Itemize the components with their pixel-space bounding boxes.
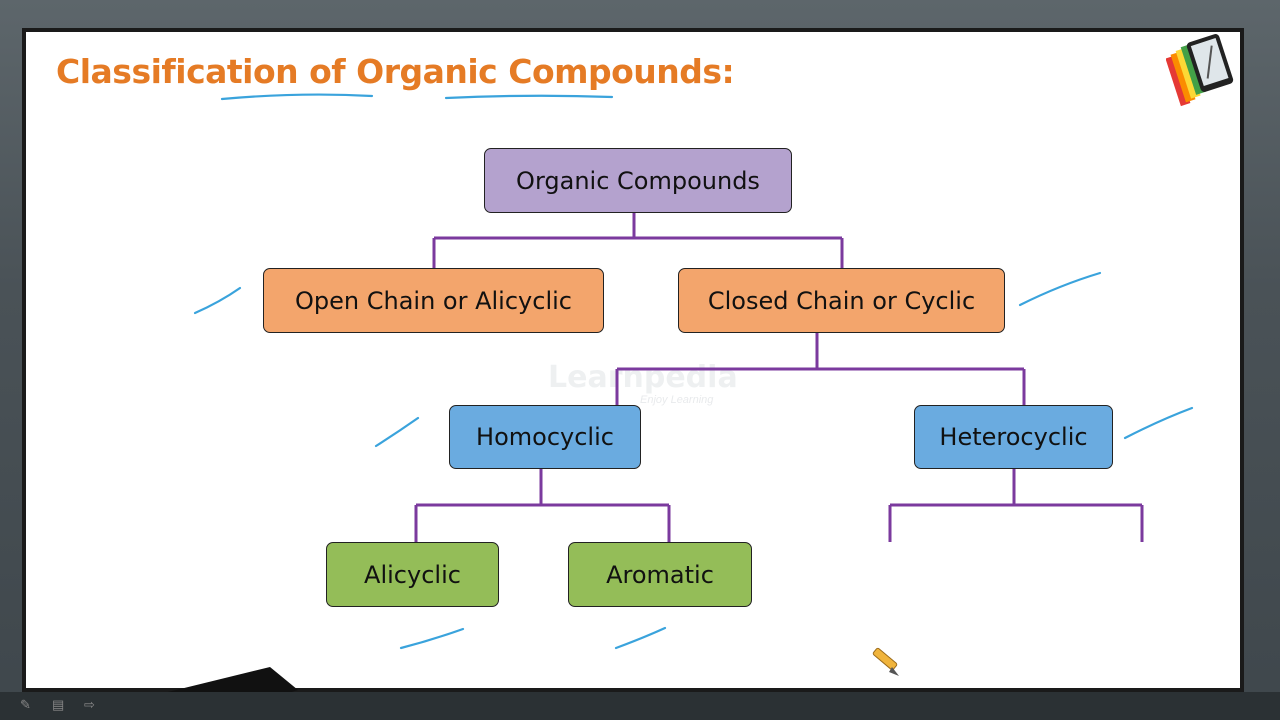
- pen-tool-icon[interactable]: ✎: [20, 697, 31, 712]
- watermark-tagline: Enjoy Learning: [640, 394, 714, 406]
- node-closed-chain: Closed Chain or Cyclic: [678, 268, 1005, 333]
- check-mark-aromatic: [614, 626, 667, 650]
- title-underline-1: [220, 93, 374, 101]
- slide-title: Classification of Organic Compounds:: [56, 52, 735, 91]
- player-controls-bar: [0, 692, 1280, 720]
- tablet-logo-icon: [1166, 34, 1234, 107]
- connector-heterocyclic: [888, 469, 1144, 542]
- slides-icon[interactable]: ▤: [52, 697, 65, 712]
- check-mark-heterocyclic: [1123, 406, 1194, 440]
- check-mark-alicyclic: [399, 627, 465, 650]
- next-arrow-icon[interactable]: ⇨: [84, 697, 95, 712]
- node-aromatic: Aromatic: [568, 542, 752, 607]
- check-mark-closed-chain: [1018, 271, 1102, 307]
- connector-root: [432, 213, 844, 268]
- node-organic-compounds: Organic Compounds: [484, 148, 792, 213]
- pencil-icon: [872, 647, 899, 676]
- connector-closed-chain: [615, 333, 1026, 405]
- node-homocyclic: Homocyclic: [449, 405, 641, 469]
- check-mark-homocyclic: [374, 416, 420, 448]
- title-underline-2: [444, 94, 614, 100]
- node-heterocyclic: Heterocyclic: [914, 405, 1113, 469]
- check-mark-open-chain: [193, 286, 242, 315]
- watermark: Learnpedia: [548, 360, 738, 395]
- node-open-chain: Open Chain or Alicyclic: [263, 268, 604, 333]
- connector-homocyclic: [414, 469, 671, 542]
- node-alicyclic: Alicyclic: [326, 542, 499, 607]
